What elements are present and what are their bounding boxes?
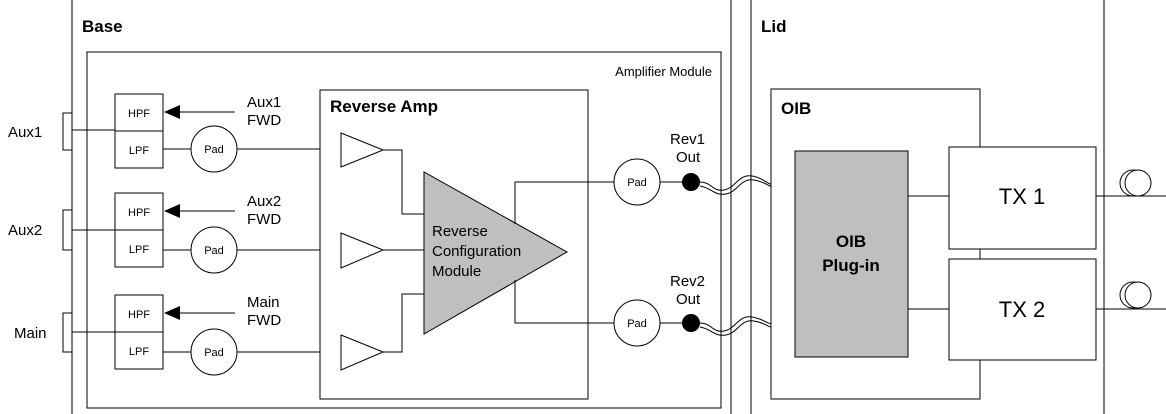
tx-2-label: TX 2 xyxy=(999,297,1045,322)
plugin-line2: Plug-in xyxy=(822,256,880,275)
plugin-line1: OIB xyxy=(836,232,866,251)
hpf-label: HPF xyxy=(128,108,150,120)
output-rev2: Pad Rev2 Out xyxy=(613,273,705,347)
connector-dot-icon xyxy=(682,314,700,332)
pad-label: Pad xyxy=(627,318,647,330)
amplifier-module-label: Amplifier Module xyxy=(615,64,712,79)
pad-label: Pad xyxy=(204,245,224,257)
rev1-label-line2: Out xyxy=(676,149,701,166)
fiber-coil-icon xyxy=(1124,169,1152,197)
fwd-label-aux2-line2: FWD xyxy=(247,211,281,228)
arrow-icon xyxy=(164,306,180,320)
reverse-configuration-module xyxy=(423,171,569,335)
rev1-label-line1: Rev1 xyxy=(670,131,705,148)
tx-1-label: TX 1 xyxy=(999,184,1045,209)
pad-label: Pad xyxy=(627,177,647,189)
filter-group-aux2: HPF LPF Aux2 FWD Pad xyxy=(72,192,341,274)
lpf-label: LPF xyxy=(129,346,149,358)
fwd-label-aux2-line1: Aux2 xyxy=(247,193,281,210)
fwd-label-aux1-line2: FWD xyxy=(247,112,281,129)
filter-group-aux1: HPF LPF Aux1 FWD Pad xyxy=(72,93,341,173)
fwd-label-main-line1: Main xyxy=(247,294,280,311)
arrow-icon xyxy=(164,204,180,218)
input-connectors: Aux1 Aux2 Main xyxy=(8,112,72,353)
config-module-line1: Reverse xyxy=(432,223,488,240)
oib-plugin: OIB Plug-in xyxy=(794,150,909,358)
arrow-icon xyxy=(164,105,180,119)
rev2-label-line1: Rev2 xyxy=(670,273,705,290)
amplifier-icon xyxy=(340,334,385,371)
input-label-aux1: Aux1 xyxy=(8,124,42,141)
hpf-label: HPF xyxy=(128,309,150,321)
lid-panel: Lid xyxy=(750,0,1105,414)
lpf-label: LPF xyxy=(129,244,149,256)
hpf-label: HPF xyxy=(128,207,150,219)
fwd-label-main-line2: FWD xyxy=(247,312,281,329)
base-title: Base xyxy=(82,17,123,36)
pad-label: Pad xyxy=(204,144,224,156)
tx-1: TX 1 xyxy=(948,146,1166,250)
input-label-aux2: Aux2 xyxy=(8,222,42,239)
input-label-main: Main xyxy=(14,325,47,342)
oib-title: OIB xyxy=(781,99,811,118)
fiber-coil-icon xyxy=(1124,281,1152,309)
base-panel: Base xyxy=(71,0,732,414)
lpf-label: LPF xyxy=(129,145,149,157)
config-module-line3: Module xyxy=(432,263,481,280)
reverse-amp: Reverse Amp Reverse Configuration Module xyxy=(319,89,614,400)
config-module-line2: Configuration xyxy=(432,243,521,260)
connector-dot-icon xyxy=(682,173,700,191)
rev2-label-line2: Out xyxy=(676,291,701,308)
fwd-label-aux1-line1: Aux1 xyxy=(247,94,281,111)
amplifier-icon xyxy=(340,132,385,168)
output-rev1: Pad Rev1 Out xyxy=(613,131,705,206)
amplifier-icon xyxy=(340,232,385,269)
lid-title: Lid xyxy=(761,17,787,36)
tx-2: TX 2 xyxy=(948,258,1166,361)
reverse-amp-title: Reverse Amp xyxy=(330,97,438,116)
pad-label: Pad xyxy=(204,347,224,359)
